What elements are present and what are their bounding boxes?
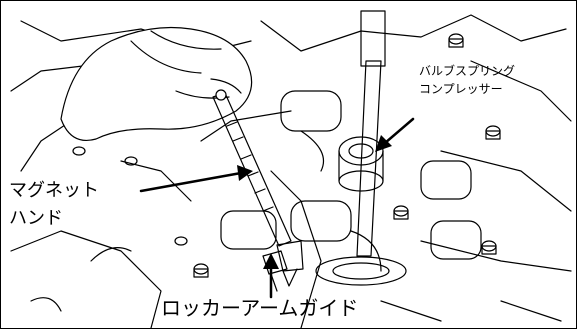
camshaft-lobes [220, 90, 482, 272]
bolt-heads [72, 33, 501, 278]
label-valve-spring-compressor-line2: コンプレッサー [419, 82, 503, 96]
label-valve-spring-compressor-line1: バルブスプリング [419, 64, 516, 78]
label-magnet-hand-line2: ハンド [9, 208, 63, 229]
magnet-hand-tool [212, 89, 304, 287]
callout-arrows [139, 117, 415, 299]
compressor-tool [315, 10, 407, 286]
hand-illustration [60, 26, 253, 141]
arrow-magnet-hand [139, 165, 253, 193]
label-magnet-hand-line1: マグネット [9, 180, 99, 201]
arrow-rocker-arm-guide [263, 253, 279, 299]
arrow-valve-spring-compressor [375, 117, 415, 152]
label-rocker-arm-guide: ロッカーアームガイド [161, 296, 359, 320]
